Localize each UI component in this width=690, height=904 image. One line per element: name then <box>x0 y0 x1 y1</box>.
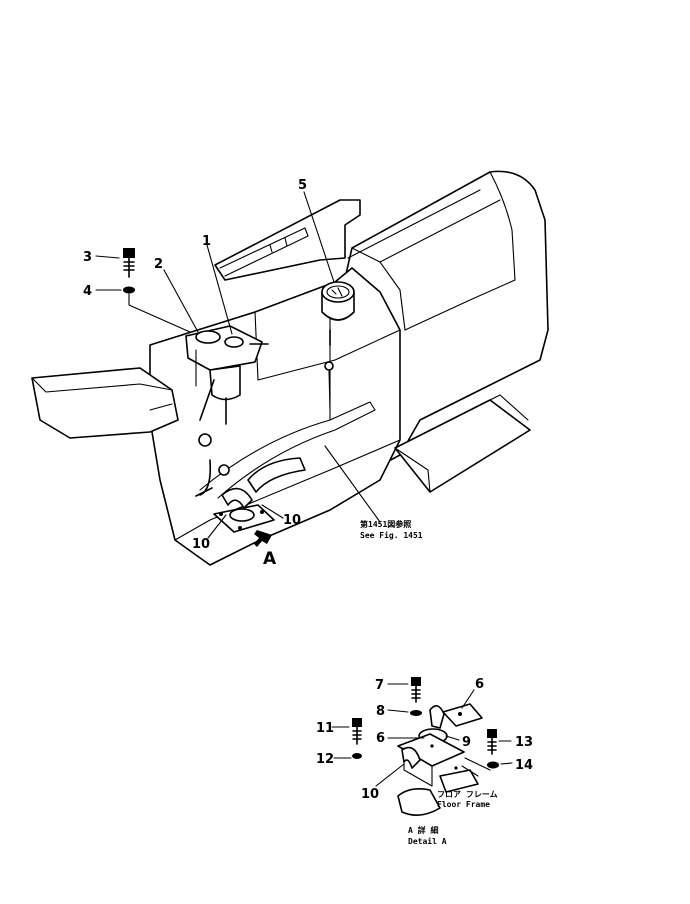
washer-4 <box>123 286 135 294</box>
detail-a-drawing <box>352 677 499 816</box>
callout-5: 5 <box>298 178 307 193</box>
detail-callout-9: 9 <box>462 735 471 750</box>
switch-assembly <box>185 325 269 425</box>
detail-callout-7: 7 <box>375 678 384 693</box>
detail-callout-11: 11 <box>316 721 334 736</box>
callout-10-right: 10 <box>283 513 301 528</box>
view-marker-a: A <box>263 549 277 569</box>
floor-frame-label-en: Floor Frame <box>437 800 490 809</box>
detail-callout-13: 13 <box>515 735 533 750</box>
callout-10-left: 10 <box>192 537 210 552</box>
detail-callout-10: 10 <box>361 787 379 802</box>
detail-callout-6-left: 6 <box>376 731 385 746</box>
detail-caption-jp: A 詳 細 <box>408 825 438 835</box>
detail-callout-14: 14 <box>515 758 533 773</box>
lower-harness <box>195 433 306 533</box>
machine-body <box>31 170 549 566</box>
leader-lines-main <box>95 191 381 539</box>
floor-frame-label-jp: フロア フレーム <box>437 790 498 799</box>
detail-callout-8: 8 <box>376 704 385 719</box>
see-fig-note-en: See Fig. 1451 <box>360 530 423 540</box>
callout-1: 1 <box>202 234 211 249</box>
leader-lines-detail <box>331 683 513 787</box>
bolt-3 <box>123 248 135 278</box>
callout-3: 3 <box>83 250 92 265</box>
view-arrow-a <box>254 530 272 547</box>
see-fig-note-jp: 第1451図参照 <box>360 519 411 529</box>
detail-caption-en: Detail A <box>408 836 447 846</box>
detail-callout-12: 12 <box>316 752 334 767</box>
detail-callout-6-top: 6 <box>475 677 484 692</box>
gauge-5 <box>321 281 355 411</box>
callout-2: 2 <box>154 257 163 272</box>
callout-4: 4 <box>83 284 92 299</box>
